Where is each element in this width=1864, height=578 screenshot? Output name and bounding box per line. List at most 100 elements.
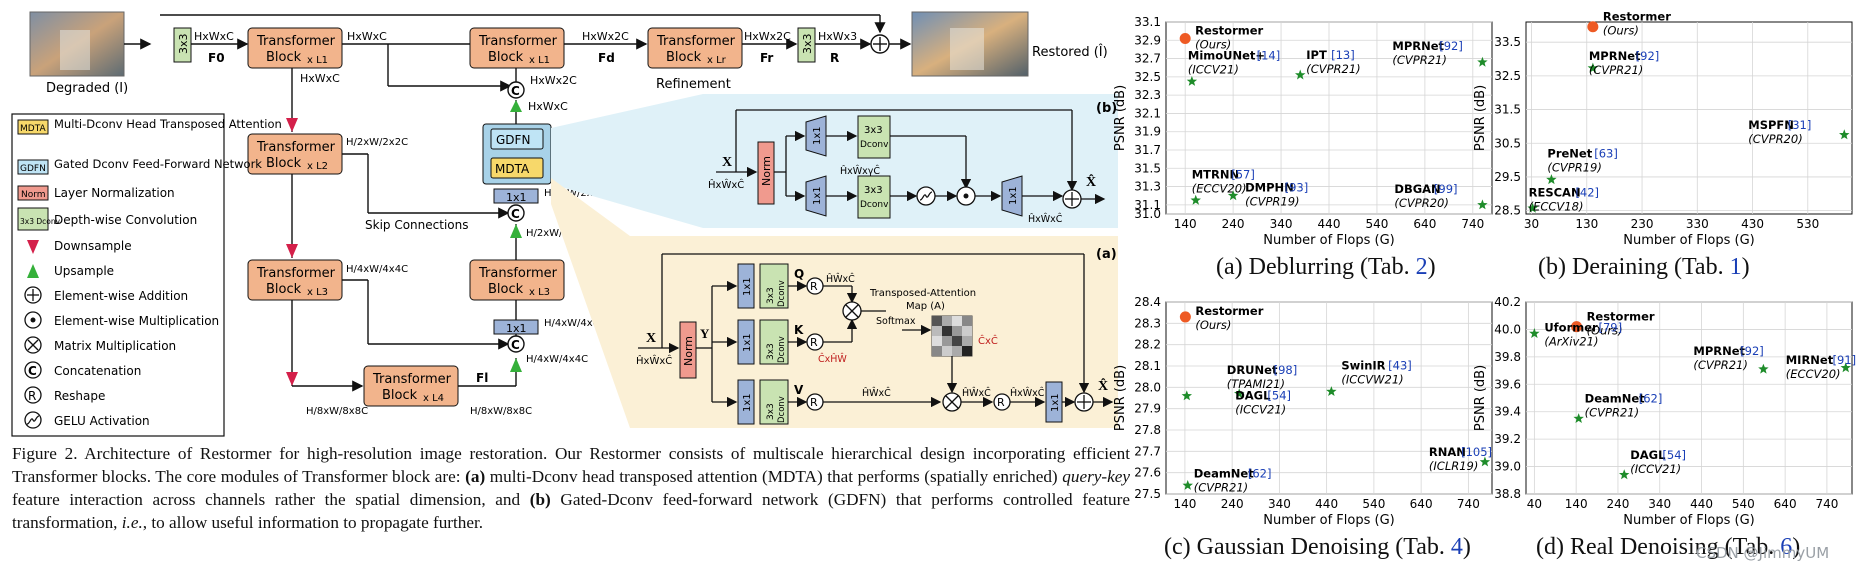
caption-part-1: Figure 2. Architecture of Restormer for … xyxy=(12,444,1130,486)
point-venue: (Ours) xyxy=(1195,37,1231,51)
point-ref: [31] xyxy=(1788,118,1812,132)
legend-gdfn: Gated Dconv Feed-Forward Network xyxy=(54,157,262,171)
point-venue: (CVPR21) xyxy=(1194,480,1248,494)
x-tick-label: 240 xyxy=(1221,497,1244,511)
point-ref: [93] xyxy=(1285,181,1309,195)
x-tick-label: 540 xyxy=(1732,497,1755,511)
point-ref: [98] xyxy=(1274,363,1298,377)
o2-dim: ĤxŴxĈ xyxy=(1010,387,1045,399)
dim-h2b: H/2xW/2x2C xyxy=(526,228,588,239)
point-restormer xyxy=(1587,21,1599,33)
legend-downsample: Downsample xyxy=(54,239,132,253)
point-ref: [92] xyxy=(1740,344,1764,358)
point-ref: [91] xyxy=(1833,353,1857,367)
point-venue: (CVPR20) xyxy=(1748,132,1802,146)
y-tick-label: 39.0 xyxy=(1494,460,1521,474)
legend-tag-norm: Norm xyxy=(21,190,46,200)
point-label: Restormer xyxy=(1195,23,1263,37)
fr-label: Fr xyxy=(760,51,773,65)
y-axis-label: PSNR (dB) xyxy=(1473,365,1488,431)
point-dbgan xyxy=(1477,199,1488,210)
y-tick-label: 39.6 xyxy=(1494,377,1521,391)
attention-map xyxy=(931,315,973,357)
o1-dim: ĤŴxĈ xyxy=(962,387,991,399)
point-mspfn xyxy=(1839,129,1850,140)
y-tick-label: 32.3 xyxy=(1134,88,1161,102)
y-tick-label: 28.4 xyxy=(1134,295,1161,309)
y-tick-label: 31.9 xyxy=(1134,125,1161,139)
point-venue: (TPAMI21) xyxy=(1227,377,1285,391)
panel-b-mid-dim: ĤxŴxγĈ xyxy=(840,165,880,177)
q-label: Q xyxy=(794,267,804,281)
tb-refine-b: Block xyxy=(666,50,702,65)
dim-hw2c-3: HxWx2C xyxy=(744,30,791,43)
y-tick-label: 31.1 xyxy=(1134,198,1161,212)
y-tick-label: 38.8 xyxy=(1494,487,1521,501)
concat-2 xyxy=(507,204,525,222)
legend-upsample: Upsample xyxy=(54,264,114,278)
panel-b-1x1-out: 1x1 xyxy=(1008,186,1019,205)
refinement-label: Refinement xyxy=(656,77,731,92)
conv1x1-2-t: 1x1 xyxy=(506,191,527,204)
y-tick-label: 32.9 xyxy=(1134,33,1161,47)
point-venue: (Ours) xyxy=(1195,318,1231,332)
point-label: MPRNet xyxy=(1589,49,1641,63)
point-ref: [62] xyxy=(1639,392,1663,406)
point-venue: (ArXiv21) xyxy=(1544,335,1598,349)
point-restormer xyxy=(1179,311,1191,323)
mdta-box-t: MDTA xyxy=(495,162,530,176)
y-tick-label: 39.8 xyxy=(1494,350,1521,364)
y-tick-label: 28.1 xyxy=(1134,359,1161,373)
y-tick-label: 27.6 xyxy=(1134,466,1161,480)
panel-a-mdta: (a) X ĤxŴxĈ Norm Y 1x1 3x3 Dconv Q R ĤŴx… xyxy=(551,178,1118,428)
point-mprnet xyxy=(1587,62,1599,73)
point-label: MTRNN xyxy=(1192,167,1239,181)
tb-refine xyxy=(647,27,743,69)
y-tick-label: 27.5 xyxy=(1134,487,1161,501)
plot-area xyxy=(1525,301,1853,495)
dim-h8b: H/8xW/8x8C xyxy=(470,406,532,417)
v-label: V xyxy=(794,383,804,397)
legend-reshape: Reshape xyxy=(54,389,105,403)
x-tick-label: 530 xyxy=(1796,217,1819,231)
subcaption-c-end: ) xyxy=(1462,534,1471,560)
dim-h2: H/2xW/2x2C xyxy=(346,137,408,148)
q-reshape: R xyxy=(810,280,818,293)
y-tick-label: 31.5 xyxy=(1134,161,1161,175)
tb-dec1-t: Transformer xyxy=(478,34,558,49)
point-label: DRUNet xyxy=(1227,363,1278,377)
conv3x3-in-label: 3x3 xyxy=(177,33,190,54)
caption-part-5: , to allow useful information to propaga… xyxy=(142,513,484,532)
tb-enc2-t: Transformer xyxy=(256,140,336,155)
point-dagl xyxy=(1619,469,1630,480)
caption-ie: i.e. xyxy=(121,513,143,532)
attn-dim: ĈxĈ xyxy=(978,334,998,347)
panel-b-x: X xyxy=(722,155,732,170)
legend-reshape-icon: R xyxy=(28,389,36,403)
x-tick-label: 140 xyxy=(1174,217,1197,231)
tb-latent-l: x L4 xyxy=(423,393,444,404)
point-ref: [62] xyxy=(1248,466,1272,480)
tb-latent-b: Block xyxy=(382,388,418,403)
tb-dec3-b: Block xyxy=(488,282,524,297)
mdta-box xyxy=(490,157,544,179)
r-label: R xyxy=(830,51,839,65)
point-deamnet xyxy=(1182,480,1193,490)
conv3x3-in xyxy=(173,27,192,63)
subcaption-d-end: ) xyxy=(1792,534,1801,560)
f0-label: F0 xyxy=(208,51,225,65)
concat-3-t: C xyxy=(511,338,520,352)
y-tick-label: 28.3 xyxy=(1134,316,1161,330)
point-label: DAGL xyxy=(1630,448,1666,462)
x-tick-label: 430 xyxy=(1741,217,1764,231)
point-label: Uformer xyxy=(1544,321,1598,335)
point-venue: (ECCV18) xyxy=(1529,199,1584,213)
point-ref: [14] xyxy=(1257,48,1281,62)
point-label: MPRNet xyxy=(1693,344,1745,358)
x-tick-label: 640 xyxy=(1413,217,1436,231)
y-tick-label: 31.7 xyxy=(1134,143,1161,157)
panel-b-gdfn: (b) X ĤxŴxĈ Norm 1x1 1x1 3x3 Dconv 3x3 D… xyxy=(551,94,1118,228)
y-tick-label: 31.3 xyxy=(1134,180,1161,194)
x-tick-label: 740 xyxy=(1457,497,1480,511)
point-ref: [54] xyxy=(1662,448,1686,462)
